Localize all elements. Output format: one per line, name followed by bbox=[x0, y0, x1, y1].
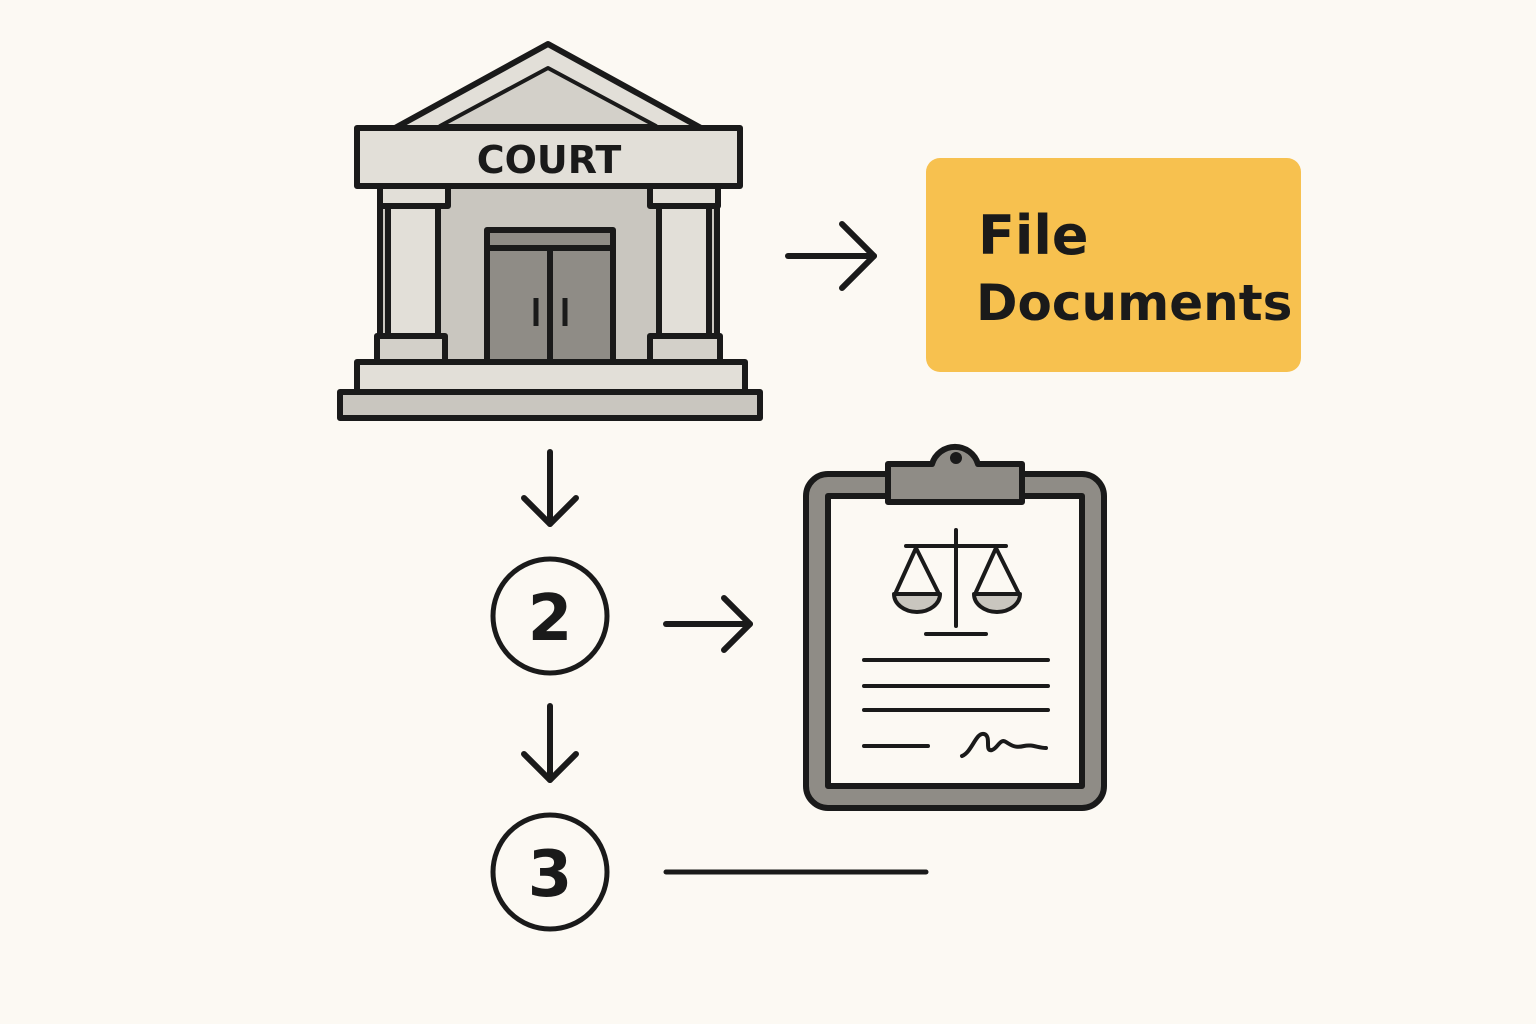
courthouse-icon: COURT bbox=[337, 41, 763, 421]
legal-clipboard-icon bbox=[803, 443, 1107, 811]
step-2-number: 2 bbox=[528, 582, 573, 656]
court-label: COURT bbox=[477, 138, 622, 182]
arrow-down-icon bbox=[521, 449, 579, 527]
step-3-circle: 3 bbox=[490, 812, 610, 932]
file-documents-line1: File bbox=[978, 204, 1089, 267]
file-documents-box: File Documents bbox=[926, 158, 1301, 372]
step-2-circle: 2 bbox=[490, 556, 610, 676]
arrow-down-icon bbox=[521, 703, 579, 783]
arrow-right-icon bbox=[663, 595, 753, 653]
arrow-right-icon bbox=[785, 221, 877, 291]
scales-of-justice-icon bbox=[892, 528, 1022, 636]
step-3-number: 3 bbox=[528, 838, 573, 912]
file-documents-line2: Documents bbox=[976, 274, 1292, 332]
signature-icon bbox=[960, 731, 1048, 758]
